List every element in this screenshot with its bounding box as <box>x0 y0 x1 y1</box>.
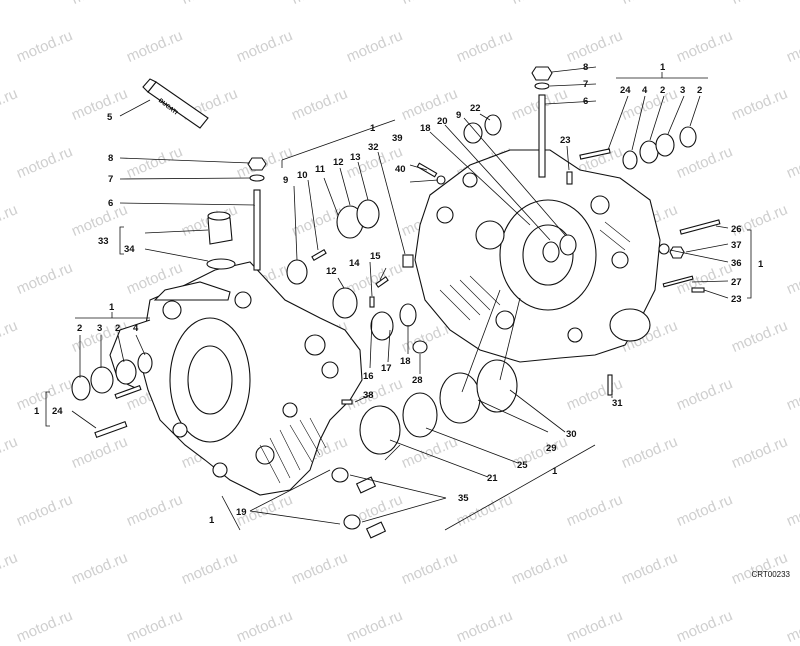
callout-2-left-a: 2 <box>77 323 82 334</box>
watermark-text: motod.ru <box>454 607 516 646</box>
callout-23-top: 23 <box>560 135 571 146</box>
callout-2-right-a: 2 <box>660 85 665 96</box>
callout-7: 7 <box>108 174 113 185</box>
callout-21: 21 <box>487 473 498 484</box>
callout-31: 31 <box>612 398 623 409</box>
watermark-text: motod.ru <box>14 607 76 646</box>
callout-35: 35 <box>458 493 469 504</box>
callout-7-right: 7 <box>583 79 588 90</box>
callout-32: 32 <box>368 142 379 153</box>
crankcase-exploded-diagram: DUCATI <box>34 62 764 539</box>
callout-28: 28 <box>412 375 423 386</box>
callout-26: 26 <box>731 224 742 235</box>
callout-25: 25 <box>517 460 528 471</box>
callout-4-left: 4 <box>133 323 139 334</box>
callout-1-left-bracket: 1 <box>34 406 40 417</box>
callout-12-top: 12 <box>333 157 344 168</box>
right-crankcase-half <box>414 149 661 363</box>
callout-labels: 5 8 7 6 33 34 1 2 3 2 4 1 24 1 9 10 11 1… <box>34 62 764 526</box>
callout-20: 20 <box>437 116 448 127</box>
small-parts: DUCATI <box>71 66 721 539</box>
callout-9-right: 9 <box>456 110 461 121</box>
callout-6-right: 6 <box>583 96 588 107</box>
callout-18-lower: 18 <box>400 356 411 367</box>
callout-6: 6 <box>108 198 113 209</box>
callout-17: 17 <box>381 363 392 374</box>
callout-24-left: 24 <box>52 406 63 417</box>
callout-10: 10 <box>297 170 308 181</box>
callout-1-bottom: 1 <box>552 466 558 477</box>
callout-1-right-bracket: 1 <box>758 259 764 270</box>
callout-24-right: 24 <box>620 85 631 96</box>
callout-34: 34 <box>124 244 135 255</box>
callout-1-bottom-left: 1 <box>209 515 215 526</box>
callout-14: 14 <box>349 258 360 269</box>
callout-36: 36 <box>731 258 742 269</box>
watermark-text: motod.ru <box>124 607 186 646</box>
callout-8-right: 8 <box>583 62 588 73</box>
callout-18-top: 18 <box>420 123 431 134</box>
callout-5: 5 <box>107 112 113 123</box>
callout-12-lower: 12 <box>326 266 337 277</box>
callout-38: 38 <box>363 390 374 401</box>
callout-16: 16 <box>363 371 374 382</box>
callout-40: 40 <box>395 164 406 175</box>
callout-2-right-b: 2 <box>697 85 702 96</box>
callout-33: 33 <box>98 236 109 247</box>
callout-4-right: 4 <box>642 85 648 96</box>
callout-22: 22 <box>470 103 481 114</box>
callout-39: 39 <box>392 133 403 144</box>
left-crankcase-half <box>109 261 363 496</box>
callout-1-right: 1 <box>660 62 666 73</box>
callout-19: 19 <box>236 507 247 518</box>
callout-27: 27 <box>731 277 742 288</box>
callout-11: 11 <box>315 164 326 175</box>
callout-13: 13 <box>350 152 361 163</box>
leader-lines <box>45 66 752 531</box>
callout-9-top: 9 <box>283 175 288 186</box>
watermark-text: motod.ru <box>564 607 626 646</box>
watermark-text: motod.ru <box>784 607 800 646</box>
watermark-text: motod.ru <box>234 607 296 646</box>
callout-29: 29 <box>546 443 557 454</box>
callout-2-left-b: 2 <box>115 323 120 334</box>
watermark-text: motod.ru <box>344 607 406 646</box>
callout-3-right: 3 <box>680 85 685 96</box>
watermark-text: motod.ru <box>674 607 736 646</box>
callout-1-top: 1 <box>370 123 376 134</box>
callout-37: 37 <box>731 240 742 251</box>
callout-3-left: 3 <box>97 323 102 334</box>
callout-15: 15 <box>370 251 381 262</box>
drawing-code: CRT00233 <box>751 570 790 579</box>
callout-30: 30 <box>566 429 577 440</box>
callout-23-right: 23 <box>731 294 742 305</box>
callout-8: 8 <box>108 153 113 164</box>
callout-1-left: 1 <box>109 302 115 313</box>
